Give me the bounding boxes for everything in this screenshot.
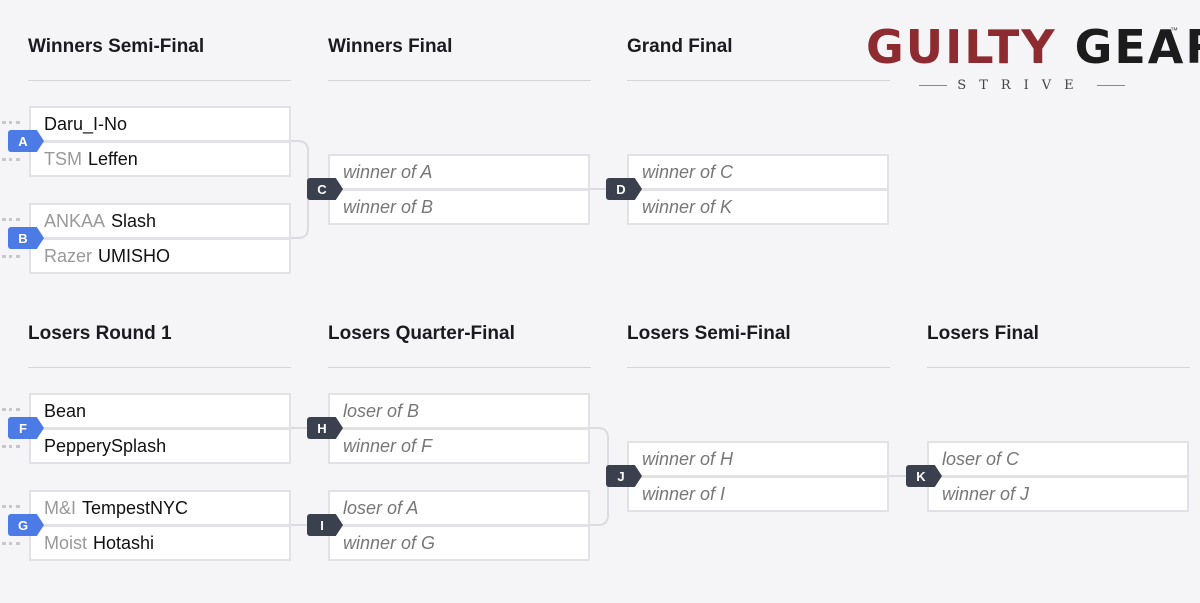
- column-title-losers-round-1: Losers Round 1: [28, 323, 172, 344]
- player-name: Daru_I-No: [44, 113, 128, 134]
- player-name: Bean: [44, 400, 87, 421]
- bracket-stub: [2, 218, 20, 225]
- player-slot[interactable]: winner of I: [627, 476, 889, 512]
- match-c[interactable]: winner of A winner of B: [328, 154, 590, 225]
- column-title-grand-final: Grand Final: [627, 36, 733, 57]
- player-slot[interactable]: loser of C: [927, 441, 1189, 477]
- player-slot[interactable]: loser of B: [328, 393, 590, 429]
- match-badge-i: I: [307, 514, 343, 536]
- match-h[interactable]: loser of B winner of F: [328, 393, 590, 464]
- column-divider: [328, 80, 591, 81]
- match-badge-c: C: [307, 178, 343, 200]
- match-j[interactable]: winner of H winner of I: [627, 441, 889, 512]
- trademark-mark: ™: [1170, 26, 1178, 35]
- guilty-gear-strive-logo: GUILTY GEAR ™ STRIVE: [866, 24, 1200, 93]
- team-tag: M&I: [44, 497, 77, 518]
- player-slot[interactable]: Bean: [29, 393, 291, 429]
- column-title-winners-semi-final: Winners Semi-Final: [28, 36, 205, 57]
- bracket-stub: [2, 121, 20, 128]
- team-tag: TSM: [44, 148, 82, 169]
- match-badge-j: J: [606, 465, 642, 487]
- match-badge-g: G: [8, 514, 44, 536]
- bracket-stub: [2, 445, 20, 452]
- column-divider: [28, 367, 291, 368]
- player-slot[interactable]: loser of A: [328, 490, 590, 526]
- player-slot[interactable]: winner of G: [328, 525, 590, 561]
- player-slot[interactable]: winner of F: [328, 428, 590, 464]
- column-title-losers-final: Losers Final: [927, 323, 1039, 344]
- player-slot[interactable]: winner of J: [927, 476, 1189, 512]
- team-tag: Moist: [44, 532, 88, 553]
- match-k[interactable]: loser of C winner of J: [927, 441, 1189, 512]
- team-tag: ANKAA: [44, 210, 106, 231]
- player-slot[interactable]: Daru_I-No: [29, 106, 291, 142]
- bracket-stub: [2, 542, 20, 549]
- match-i[interactable]: loser of A winner of G: [328, 490, 590, 561]
- match-badge-d: D: [606, 178, 642, 200]
- column-divider: [28, 80, 291, 81]
- match-badge-h: H: [307, 417, 343, 439]
- logo-subtitle: STRIVE: [866, 78, 1178, 93]
- player-name: Slash: [111, 210, 157, 231]
- bracket-stub: [2, 255, 20, 262]
- player-name: Hotashi: [93, 532, 155, 553]
- logo-text-left: GUILTY: [866, 20, 1057, 74]
- column-divider: [328, 367, 591, 368]
- team-tag: Razer: [44, 245, 93, 266]
- match-d[interactable]: winner of C winner of K: [627, 154, 889, 225]
- match-badge-a: A: [8, 130, 44, 152]
- match-a[interactable]: Daru_I-No TSM Leffen: [29, 106, 291, 177]
- bracket-stub: [2, 158, 20, 165]
- logo-text-right: GEAR: [1074, 20, 1200, 74]
- match-badge-k: K: [906, 465, 942, 487]
- column-title-winners-final: Winners Final: [328, 36, 453, 57]
- column-divider: [927, 367, 1190, 368]
- column-divider: [627, 367, 890, 368]
- player-name: UMISHO: [98, 245, 171, 266]
- player-slot[interactable]: PepperySplash: [29, 428, 291, 464]
- column-divider: [627, 80, 890, 81]
- player-name: Leffen: [88, 148, 138, 169]
- player-slot[interactable]: TSM Leffen: [29, 141, 291, 177]
- column-title-losers-quarter-final: Losers Quarter-Final: [328, 323, 515, 344]
- player-name: TempestNYC: [82, 497, 189, 518]
- match-badge-f: F: [8, 417, 44, 439]
- match-badge-b: B: [8, 227, 44, 249]
- player-slot[interactable]: winner of H: [627, 441, 889, 477]
- player-slot[interactable]: winner of C: [627, 154, 889, 190]
- bracket-stub: [2, 408, 20, 415]
- match-f[interactable]: Bean PepperySplash: [29, 393, 291, 464]
- column-title-losers-semi-final: Losers Semi-Final: [627, 323, 791, 344]
- bracket-stub: [2, 505, 20, 512]
- player-slot[interactable]: winner of B: [328, 189, 590, 225]
- player-slot[interactable]: winner of K: [627, 189, 889, 225]
- player-name: PepperySplash: [44, 435, 167, 456]
- player-slot[interactable]: winner of A: [328, 154, 590, 190]
